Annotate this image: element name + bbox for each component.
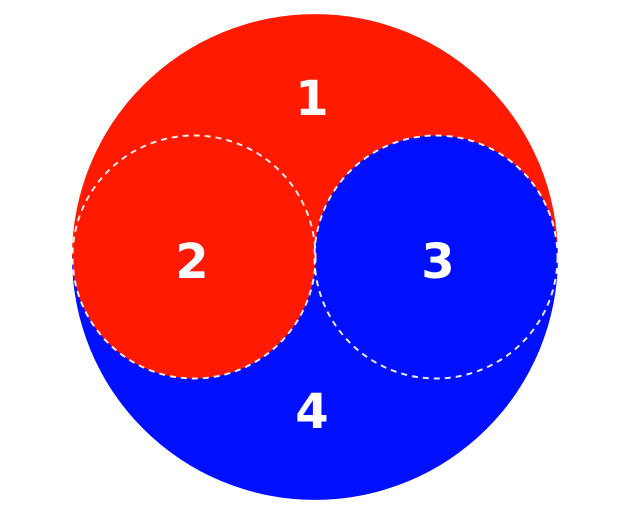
region-2-label: 2 <box>175 234 208 290</box>
region-3-shape <box>314 135 558 379</box>
region-4-label: 4 <box>295 384 328 440</box>
left-circle-dashed-outline <box>71 134 317 380</box>
region-1-label: 1 <box>295 71 328 127</box>
right-circle-dashed-outline <box>313 134 559 380</box>
region-2-shape <box>72 135 316 379</box>
region-3-label: 3 <box>421 234 454 290</box>
